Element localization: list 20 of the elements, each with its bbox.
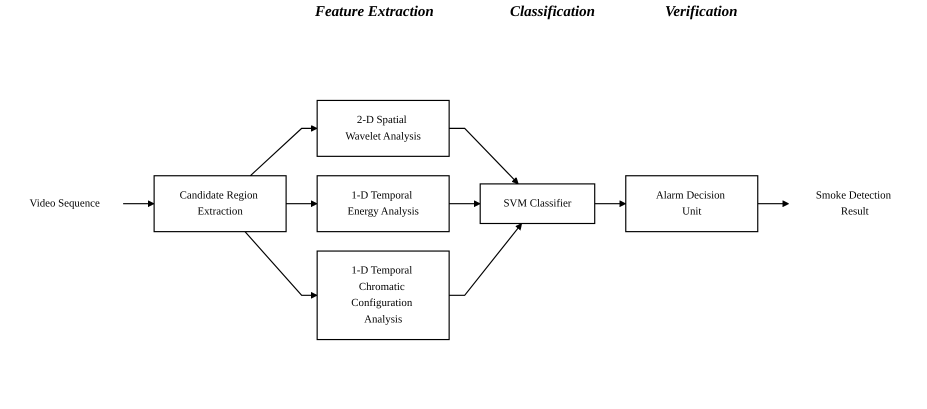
arrow	[449, 128, 519, 184]
arrow	[449, 223, 522, 296]
arrow	[594, 200, 626, 208]
arrow	[123, 200, 154, 208]
node-text: Smoke Detection Result	[816, 190, 892, 218]
stage-heading: Verification	[665, 4, 738, 21]
stage-heading: Feature Extraction	[315, 4, 434, 21]
arrow	[758, 200, 790, 208]
arrow	[286, 200, 318, 208]
arrow	[250, 124, 318, 176]
stage-heading: Classification	[510, 4, 596, 21]
arrow	[244, 231, 318, 299]
node-box: 1-D Temporal Chromatic Configuration Analysis	[316, 250, 450, 340]
node-box: Alarm Decision Unit	[625, 175, 758, 232]
node-box: 1-D Temporal Energy Analysis	[316, 175, 450, 232]
node-text: Video Sequence	[30, 198, 100, 210]
arrow	[449, 200, 480, 208]
node-box: Candidate Region Extraction	[154, 175, 287, 232]
node-box: 2-D Spatial Wavelet Analysis	[316, 100, 450, 157]
node-box: SVM Classifier	[480, 183, 596, 224]
